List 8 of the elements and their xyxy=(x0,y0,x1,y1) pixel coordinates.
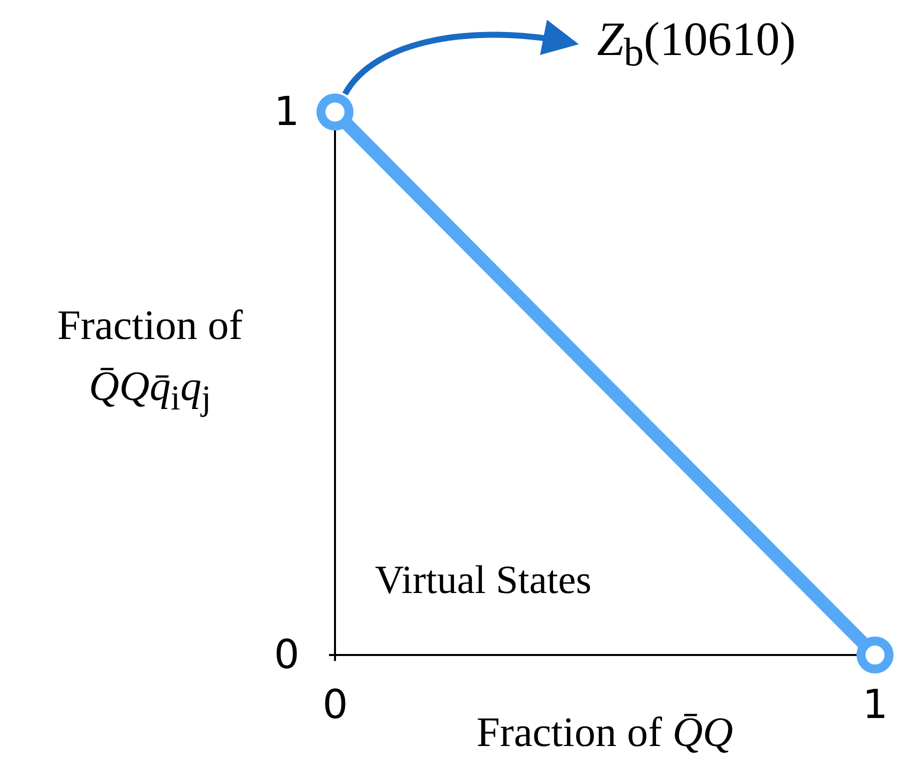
axis-title: Fraction of Q̄Qq̄$_{i}$q$_{j}$ xyxy=(56,302,244,420)
tick-label: 0 xyxy=(274,635,300,675)
annotation-label: Virtual States xyxy=(375,560,592,600)
axis-title: Fraction of Q̄Q xyxy=(476,712,734,754)
tick-label: 1 xyxy=(862,685,888,725)
annotation-label: Z$_{b}$(10610) xyxy=(597,16,796,73)
tick-label: 0 xyxy=(322,685,348,725)
tick-label: 1 xyxy=(274,92,300,132)
